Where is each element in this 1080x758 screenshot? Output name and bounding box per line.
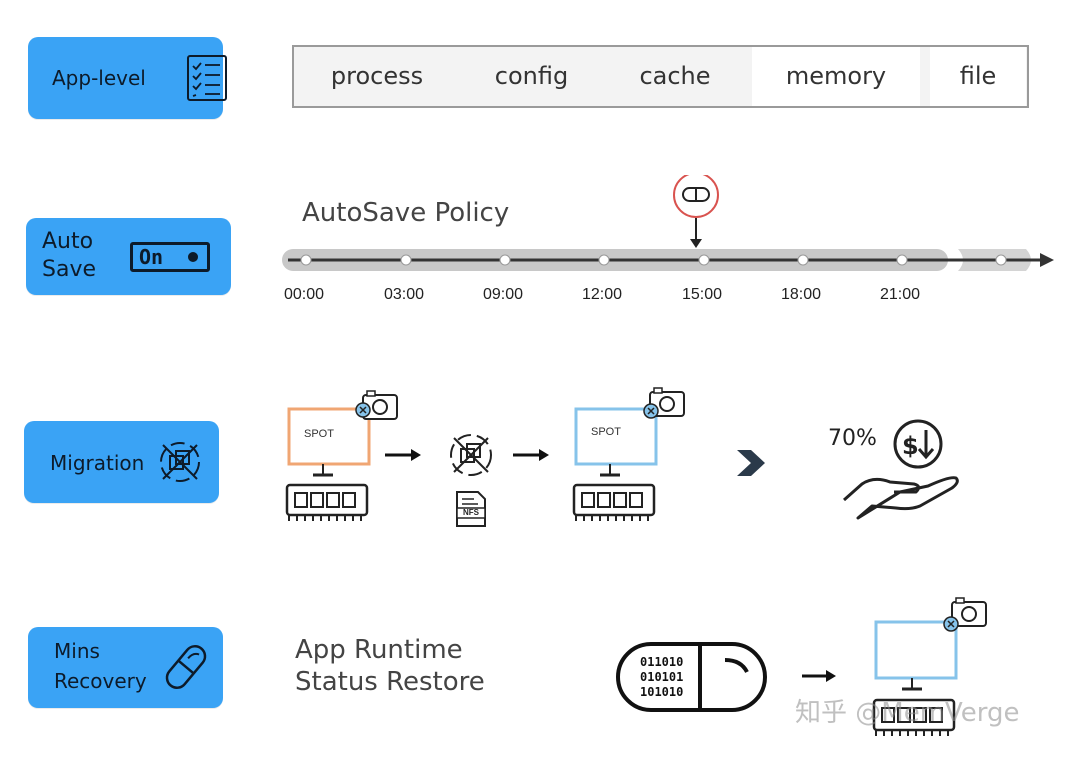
migration-target-icon [160, 442, 200, 482]
capsule-bits-row-1: 011010 [640, 655, 684, 669]
target-spot-label: SPOT [591, 426, 621, 438]
checklist-icon [187, 55, 227, 101]
autosave-policy-title: AutoSave Policy [302, 198, 510, 228]
component-memory: memory [752, 47, 920, 106]
migration-badge: Migration [24, 421, 219, 503]
migration-label: Migration [50, 451, 145, 475]
toggle-on-text: On [139, 245, 164, 269]
tick-0900: 09:00 [482, 286, 524, 303]
svg-text:$: $ [902, 432, 919, 460]
migration-arrow-2 [513, 449, 549, 461]
app-components-bar: process config cache memory file [292, 45, 1029, 108]
migration-arrow-1 [385, 449, 421, 461]
tick-0300: 03:00 [383, 286, 425, 303]
auto-save-label-line2: Save [42, 257, 97, 282]
data-capsule-icon [616, 642, 767, 712]
tick-1500: 15:00 [681, 286, 723, 303]
capsule-icon [165, 645, 207, 689]
tick-0000: 00:00 [283, 286, 325, 303]
nfs-file-icon [456, 491, 486, 527]
auto-save-label-line1: Auto [42, 229, 94, 254]
recovery-label-line1: Mins [54, 639, 100, 663]
snapshot-marker-icon [673, 175, 719, 248]
component-process: process [330, 62, 424, 90]
recovery-text-line2: Status Restore [295, 667, 485, 697]
tick-1200: 12:00 [581, 286, 623, 303]
recovery-text-line1: App Runtime [295, 635, 463, 665]
app-level-badge: App-level [28, 37, 227, 119]
toggle-switch-icon: On [130, 242, 210, 272]
component-file: file [930, 47, 1026, 106]
savings-percent: 70% [828, 426, 877, 451]
component-cache: cache [639, 62, 711, 90]
chevron-right-icon [737, 450, 765, 476]
nfs-label: NFS [463, 508, 479, 517]
autosave-timeline [282, 175, 1054, 271]
watermark: 知乎 @MemVerge [795, 698, 1020, 728]
source-spot-label: SPOT [304, 428, 334, 440]
recovery-label-line2: Recovery [54, 669, 147, 693]
cost-savings-hand-icon: $ [843, 419, 959, 520]
component-config: config [494, 62, 569, 90]
tick-1800: 18:00 [780, 286, 822, 303]
recovery-arrow [802, 670, 836, 682]
recovered-machine-icon [872, 597, 987, 736]
app-level-label: App-level [52, 66, 146, 90]
target-spot-machine-icon [572, 387, 685, 521]
recovery-badge: Mins Recovery [28, 627, 223, 708]
capsule-bits-row-3: 101010 [640, 685, 684, 699]
auto-save-badge: Auto Save On [26, 218, 231, 295]
migration-hub-icon [450, 434, 492, 476]
source-spot-machine-icon [285, 390, 398, 521]
toggle-dot [188, 252, 198, 262]
tick-2100: 21:00 [879, 286, 921, 303]
capsule-bits-row-2: 010101 [640, 670, 684, 684]
